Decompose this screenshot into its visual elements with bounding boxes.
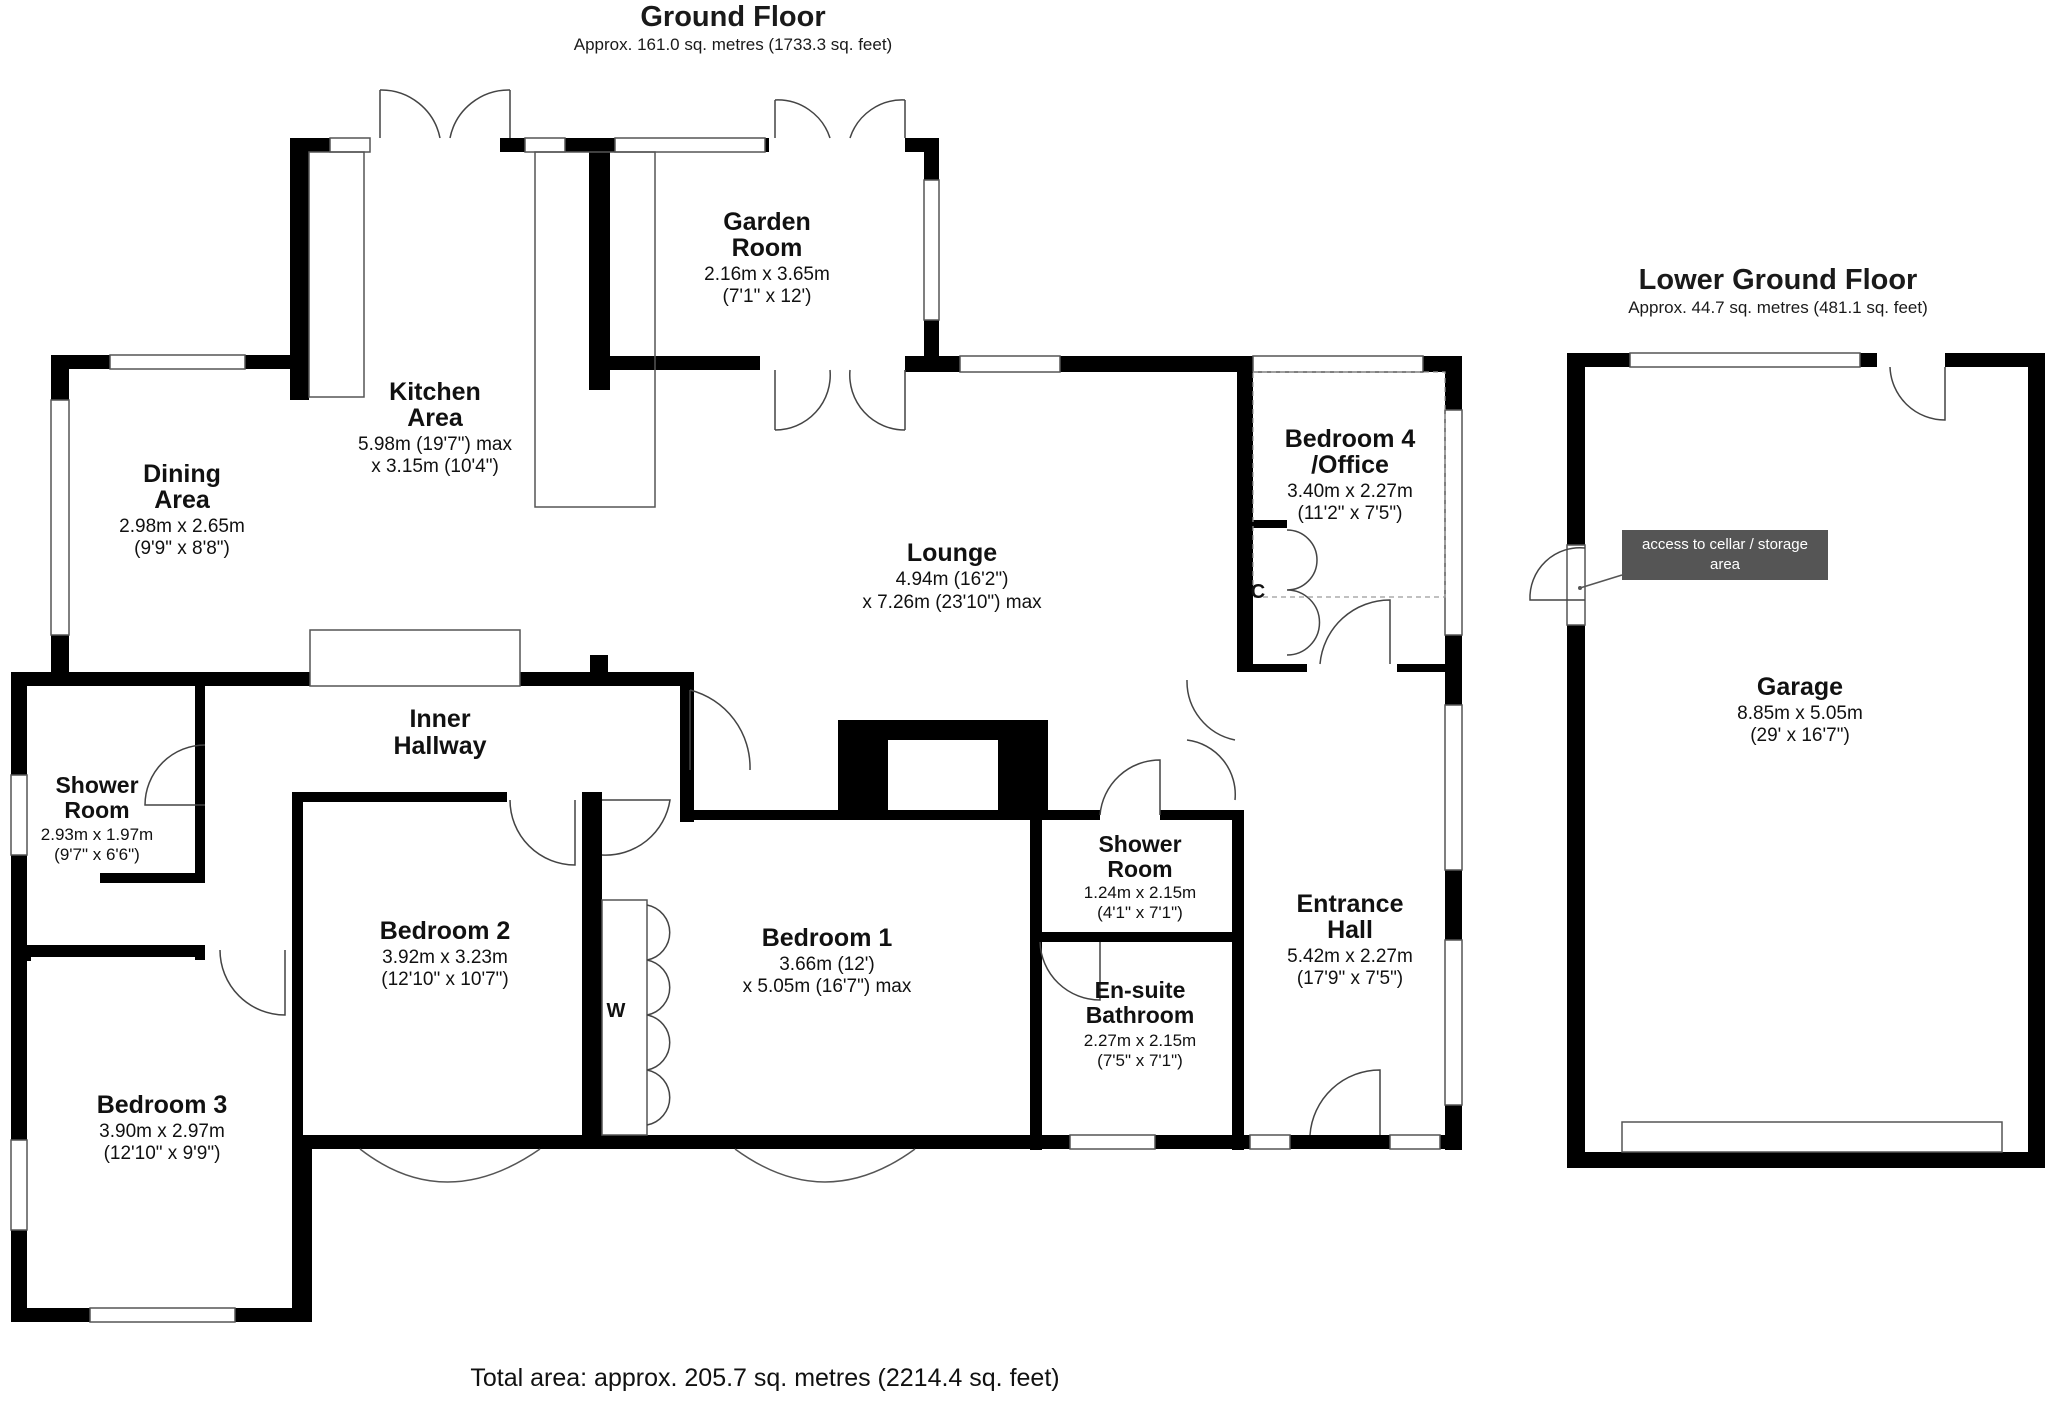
room-name: Room: [732, 234, 803, 262]
room-name: Lounge: [907, 539, 997, 567]
room-dimensions: 3.40m x 2.27m: [1287, 481, 1413, 502]
room-name: Area: [407, 404, 464, 432]
lower-ground-floor-area: Approx. 44.7 sq. metres (481.1 sq. feet): [1628, 298, 1928, 317]
room-dimensions: 1.24m x 2.15m: [1084, 883, 1196, 902]
room-dimensions: x 7.26m (23'10") max: [862, 592, 1042, 613]
room-dimensions: (11'2" x 7'5"): [1298, 503, 1403, 524]
room-shower-room-left: Shower Room 2.93m x 1.97m (9'7" x 6'6"): [41, 772, 153, 864]
room-entrance-hall: Entrance Hall 5.42m x 2.27m (17'9" x 7'5…: [1287, 890, 1413, 989]
room-name: Bedroom 4: [1285, 425, 1416, 453]
room-lounge: Lounge 4.94m (16'2") x 7.26m (23'10") ma…: [862, 539, 1042, 613]
room-name: Inner: [409, 705, 470, 733]
room-garage: Garage 8.85m x 5.05m (29' x 16'7"): [1737, 673, 1863, 746]
room-dimensions: 2.93m x 1.97m: [41, 825, 153, 844]
room-dimensions: 5.42m x 2.27m: [1287, 946, 1413, 967]
room-dimensions: 5.98m (19'7") max: [358, 434, 512, 455]
note-text: area: [1710, 556, 1741, 573]
room-dimensions: 3.92m x 3.23m: [382, 947, 508, 968]
room-dimensions: (29' x 16'7"): [1750, 725, 1850, 746]
room-name: Room: [1107, 856, 1172, 882]
room-dimensions: (9'7" x 6'6"): [54, 845, 140, 864]
ground-floor-doors: [144, 89, 1446, 1183]
room-dimensions: 2.98m x 2.65m: [119, 516, 245, 537]
room-dimensions: (4'1" x 7'1"): [1097, 903, 1183, 922]
room-dimensions: (12'10" x 9'9"): [104, 1143, 221, 1164]
room-dining-area: Dining Area 2.98m x 2.65m (9'9" x 8'8"): [119, 460, 245, 559]
room-dimensions: 2.16m x 3.65m: [704, 264, 830, 285]
room-name: Area: [154, 486, 211, 514]
room-name: Dining: [143, 460, 221, 488]
note-box: [1622, 530, 1828, 580]
ground-floor-windows: [10, 137, 1463, 1323]
room-name: Hall: [1327, 916, 1373, 944]
room-name: /Office: [1311, 451, 1389, 479]
room-dimensions: 8.85m x 5.05m: [1737, 703, 1863, 724]
room-name: Room: [64, 797, 129, 823]
room-name: Hallway: [393, 732, 486, 760]
ground-floor-area: Approx. 161.0 sq. metres (1733.3 sq. fee…: [574, 35, 892, 54]
room-dimensions: 3.66m (12'): [779, 954, 875, 975]
garage-walls: [1529, 352, 2045, 1168]
room-dimensions: (7'5" x 7'1"): [1097, 1051, 1183, 1070]
room-name: Bedroom 2: [380, 917, 511, 945]
room-bedroom-1: Bedroom 1 3.66m (12') x 5.05m (16'7") ma…: [607, 924, 912, 1022]
room-name: Bedroom 1: [762, 924, 893, 952]
ground-floor-title: Ground Floor: [640, 1, 825, 33]
note-text: access to cellar / storage: [1642, 536, 1808, 553]
room-bedroom-2: Bedroom 2 3.92m x 3.23m (12'10" x 10'7"): [380, 917, 511, 990]
room-name: Garden: [723, 208, 811, 236]
room-dimensions: (17'9" x 7'5"): [1297, 968, 1403, 989]
room-dimensions: (9'9" x 8'8"): [134, 538, 230, 559]
room-garden-room: Garden Room 2.16m x 3.65m (7'1" x 12'): [704, 208, 830, 307]
ground-floor-walls: [11, 138, 1462, 1322]
room-dimensions: 2.27m x 2.15m: [1084, 1031, 1196, 1050]
room-dimensions: (12'10" x 10'7"): [381, 969, 508, 990]
room-dimensions: 3.90m x 2.97m: [99, 1121, 225, 1142]
room-shower-room-right: Shower Room 1.24m x 2.15m (4'1" x 7'1"): [1084, 831, 1196, 922]
room-inner-hallway: Inner Hallway: [393, 705, 486, 760]
room-name: Bedroom 3: [97, 1091, 228, 1119]
cupboard-label: C: [1251, 581, 1265, 603]
room-bedroom-4: Bedroom 4 /Office 3.40m x 2.27m (11'2" x…: [1251, 425, 1416, 603]
room-dimensions: x 3.15m (10'4"): [371, 456, 499, 477]
room-name: Shower: [1098, 831, 1181, 857]
total-area: Total area: approx. 205.7 sq. metres (22…: [470, 1364, 1059, 1392]
room-name: Bathroom: [1086, 1002, 1195, 1028]
room-en-suite-bathroom: En-suite Bathroom 2.27m x 2.15m (7'5" x …: [1084, 977, 1196, 1070]
room-kitchen-area: Kitchen Area 5.98m (19'7") max x 3.15m (…: [358, 378, 512, 477]
cellar-access-note: access to cellar / storage area: [1578, 530, 1828, 590]
lower-ground-floor-title: Lower Ground Floor: [1639, 264, 1918, 296]
room-name: Garage: [1757, 673, 1843, 701]
room-bedroom-3: Bedroom 3 3.90m x 2.97m (12'10" x 9'9"): [97, 1091, 228, 1164]
room-dimensions: 4.94m (16'2"): [896, 569, 1009, 590]
room-name: Shower: [55, 772, 138, 798]
room-dimensions: x 5.05m (16'7") max: [743, 976, 912, 997]
room-name: En-suite: [1095, 977, 1186, 1003]
wardrobe-label: W: [607, 1000, 626, 1022]
room-name: Entrance: [1297, 890, 1404, 918]
room-name: Kitchen: [389, 378, 481, 406]
room-dimensions: (7'1" x 12'): [723, 286, 812, 307]
